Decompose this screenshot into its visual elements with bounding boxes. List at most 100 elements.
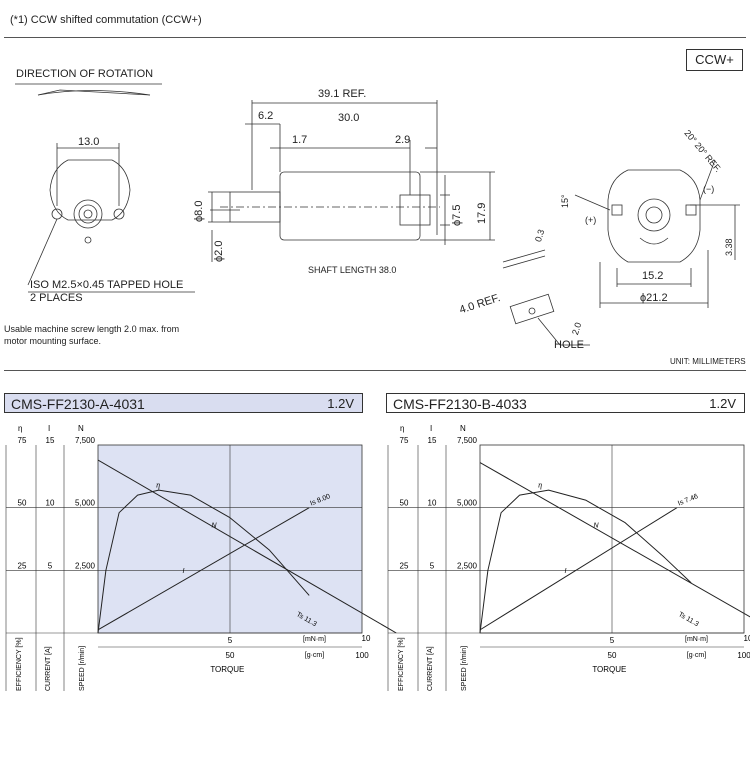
dim-15-2: 15.2 <box>642 270 664 282</box>
chart-a-ts-label: Ts 11.3 <box>295 611 318 628</box>
chart-b-i-curve-label: I <box>564 568 566 575</box>
chart-b-mnm-tick: 10 <box>744 634 750 643</box>
chart-a-gcm-tick: 100 <box>355 651 369 660</box>
chart-b-efficiency-curve <box>479 489 692 634</box>
chart-b-ts-label: Ts 11.3 <box>677 611 700 628</box>
chart-a-efficiency-curve <box>97 489 310 634</box>
chart-a-gcm-tick: 50 <box>226 651 235 660</box>
dim-1-7: 1.7 <box>292 134 308 146</box>
chart-b-cur-tick: 10 <box>428 499 437 508</box>
chart-b-current-line <box>479 507 678 631</box>
shaft-length-label: SHAFT LENGTH 38.0 <box>308 265 397 275</box>
chart-a-torque-label: TORQUE <box>210 665 244 674</box>
chart-b-gcm-tick: 100 <box>737 651 750 660</box>
chart-a-spd-tick: 2,500 <box>75 561 96 570</box>
chart-a-eff-tick: 75 <box>18 436 27 445</box>
chart-a-eta-curve-label: η <box>156 481 160 490</box>
chart-b-torque-label: TORQUE <box>592 665 626 674</box>
chart-b-cur-label: CURRENT [A] <box>427 646 434 691</box>
chart-b-spd-tick: 5,000 <box>457 499 478 508</box>
direction-arrow-icon <box>37 90 151 96</box>
chart-a-eff-tick: 25 <box>18 561 27 570</box>
chart-b-gcm-tick: 50 <box>608 651 617 660</box>
dim-d2: ϕ2.0 <box>213 240 225 262</box>
chart-b-plot-frame <box>479 444 745 634</box>
chart-a-mnm-tick: 10 <box>362 634 371 643</box>
chart-b-spd-label: SPEED [r/min] <box>461 646 468 691</box>
chart-a-gcm-unit: [g·cm] <box>305 652 325 659</box>
chart-a-title-bar: CMS-FF2130-A-4031 1.2V <box>4 393 363 413</box>
chart-b-eff-tick: 25 <box>400 561 409 570</box>
screw-note-line1: Usable machine screw length 2.0 max. fro… <box>4 324 180 334</box>
chart-b-n-curve-label: N <box>594 523 600 530</box>
dim-6-2: 6.2 <box>258 110 274 122</box>
chart-a-cur-label: CURRENT [A] <box>45 646 52 691</box>
chart-b-eff-tick: 75 <box>400 436 409 445</box>
chart-a-cur-tick: 15 <box>46 436 55 445</box>
chart-a-spd-label: SPEED [r/min] <box>79 646 86 691</box>
chart-b-speed-line <box>480 462 750 618</box>
chart-b-title: CMS-FF2130-B-4033 <box>393 396 527 412</box>
chart-b-spd-tick: 7,500 <box>457 436 478 445</box>
motor-rear-view <box>607 169 701 263</box>
dim-d8: ϕ8.0 <box>193 200 205 222</box>
dim-39-1: 39.1 REF. <box>318 88 367 100</box>
chart-a-plot-frame <box>97 444 363 634</box>
chart-a-n-curve-label: N <box>212 523 218 530</box>
chart-a-title: CMS-FF2130-A-4031 <box>11 396 145 412</box>
chart-a-spd-tick: 5,000 <box>75 499 96 508</box>
header-note: (*1) CCW shifted commutation (CCW+) <box>10 14 202 26</box>
divider-top <box>4 37 746 38</box>
hole-label: HOLE <box>554 339 584 351</box>
chart-b-cur-tick: 15 <box>428 436 437 445</box>
dim-30: 30.0 <box>338 112 360 124</box>
motor-body <box>279 171 421 241</box>
dim-3-38: 3.38 <box>724 238 734 256</box>
chart-a-voltage: 1.2V <box>327 396 354 411</box>
dim-13: 13.0 <box>78 136 100 148</box>
chart-b-spd-tick: 2,500 <box>457 561 478 570</box>
chart-b-gcm-unit: [g·cm] <box>687 652 707 659</box>
ccw-badge: CCW+ <box>686 49 743 71</box>
chart-a-mnm-unit: [mN·m] <box>303 636 326 643</box>
tapped-hole-label: ISO M2.5×0.45 TAPPED HOLE <box>30 279 184 291</box>
dimension-drawing <box>15 83 740 346</box>
chart-b-is-label: Is 7.46 <box>677 493 699 507</box>
chart-a-is-label: Is 8.00 <box>309 493 331 507</box>
direction-label: DIRECTION OF ROTATION <box>16 68 154 80</box>
chart-a-eta-symbol: η <box>18 424 22 433</box>
chart-b-i-symbol: I <box>430 424 432 433</box>
chart-a-plot-bg <box>98 445 362 633</box>
terminal-minus <box>685 204 697 216</box>
divider-middle <box>4 370 746 371</box>
dim-d7-5: ϕ7.5 <box>451 204 463 226</box>
plus-terminal-label: (+) <box>585 215 597 225</box>
chart-a-eff-tick: 50 <box>18 499 27 508</box>
dim-2-9: 2.9 <box>395 134 411 146</box>
chart-a-speed-line <box>98 459 397 633</box>
dim-d21-2: ϕ21.2 <box>640 292 668 304</box>
chart-a-spd-tick: 7,500 <box>75 436 96 445</box>
chart-b-mnm-tick: 5 <box>610 636 615 645</box>
chart-b-mnm-unit: [mN·m] <box>685 636 708 643</box>
chart-b-cur-tick: 5 <box>430 561 435 570</box>
tapped-hole-right <box>113 208 125 220</box>
chart-a-cur-tick: 5 <box>48 561 53 570</box>
chart-b-n-symbol: N <box>460 424 466 433</box>
dim-17-9: 17.9 <box>476 202 488 224</box>
chart-a-eff-label: EFFICIENCY [%] <box>16 637 23 691</box>
chart-b-eta-symbol: η <box>400 424 404 433</box>
motor-front-view <box>49 159 131 221</box>
terminal-plus <box>611 204 623 216</box>
chart-b-title-bar: CMS-FF2130-B-4033 1.2V <box>386 393 745 413</box>
chart-b-voltage: 1.2V <box>709 396 736 411</box>
chart-b-eta-curve-label: η <box>538 481 542 490</box>
chart-a-i-symbol: I <box>48 424 50 433</box>
chart-a-mnm-tick: 5 <box>228 636 233 645</box>
minus-terminal-label: (−) <box>703 184 715 194</box>
screw-note-line2: motor mounting surface. <box>4 336 102 346</box>
angle-15: 15° <box>560 194 570 208</box>
chart-a-cur-tick: 10 <box>46 499 55 508</box>
unit-label: UNIT: MILLIMETERS <box>670 357 746 366</box>
chart-a-current-line <box>97 507 310 631</box>
